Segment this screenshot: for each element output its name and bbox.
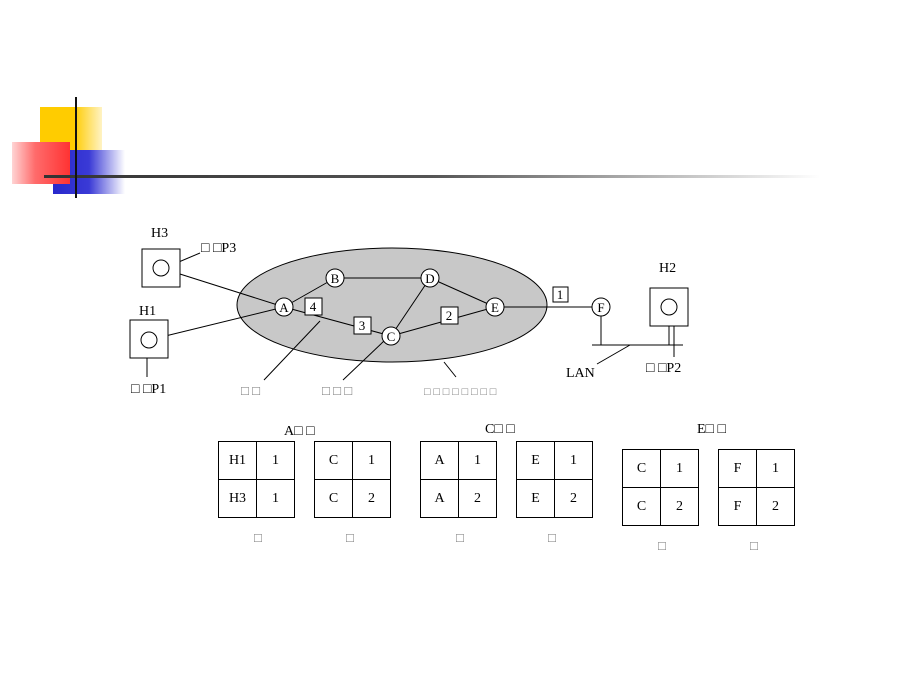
host-h1-label: H1 [139,304,157,319]
process-p3-label: □ □P3 [201,241,237,256]
table-cell: H1 [218,441,257,480]
router-e-label: E [491,300,499,315]
link-h3-a [160,267,285,308]
table-cell: E [516,441,555,480]
host-h1-icon [140,331,158,349]
table-cell: H3 [218,479,257,518]
horizontal-rule [44,175,820,178]
switch-caption: □ □ □ [322,383,353,398]
router-e-node [485,297,505,317]
router-f-node [591,297,611,317]
router-d-label: D [425,271,434,286]
table-e-left-caption: □ [658,538,666,553]
table-a-left-caption: □ [254,530,262,545]
table-cell: 1 [756,449,795,488]
host-h3-label: H3 [151,226,169,241]
link-d-e [429,277,496,308]
table-cell: C [314,441,353,480]
host-h2-icon [660,298,678,316]
table-e-right-caption: □ [750,538,758,553]
table-cell: F [718,487,757,526]
table-cell: 1 [256,479,295,518]
subnet-ellipse [236,247,548,363]
link-a-c [283,306,392,337]
link-a-b [283,277,336,308]
table-cell: 2 [554,479,593,518]
table-e-title: E□ □ [697,422,726,437]
table-cell: 2 [756,487,795,526]
router-a-node [274,297,294,317]
process-p2-label: □ □P2 [646,361,682,376]
vertical-rule [75,97,77,198]
link-d-c [390,277,431,337]
router-f-label: F [597,300,604,315]
table-cell: 2 [458,479,497,518]
table-cell: 1 [458,441,497,480]
router-c-node [381,326,401,346]
process-p1-label: □ □P1 [131,382,167,397]
box-2 [440,306,459,325]
pointer-switch [342,340,385,381]
router-c-label: C [387,329,396,344]
table-cell: 1 [352,441,391,480]
box-3 [353,316,372,335]
router-caption: □ □ [241,383,260,398]
host-h3-icon [152,259,170,277]
table-cell: 2 [660,487,699,526]
router-b-label: B [331,271,340,286]
host-h2-label: H2 [659,261,677,276]
table-c-right-caption: □ [548,530,556,545]
box-1-label: 1 [557,287,564,302]
table-a-right-caption: □ [346,530,354,545]
link-lan-label [596,344,631,365]
box-4-label: 4 [310,299,317,314]
table-cell: F [718,449,757,488]
pointer-router [263,320,321,381]
box-4 [304,297,323,316]
table-cell: C [314,479,353,518]
table-cell: A [420,479,459,518]
table-cell: C [622,487,661,526]
pointer-subnet [443,361,457,378]
table-cell: 1 [256,441,295,480]
link-h1-a [148,306,285,341]
router-a-label: A [279,300,289,315]
box-1 [552,286,569,303]
lan-label: LAN [566,366,595,381]
table-cell: A [420,441,459,480]
table-cell: C [622,449,661,488]
table-cell: E [516,479,555,518]
box-2-label: 2 [446,308,453,323]
table-c-left-caption: □ [456,530,464,545]
table-cell: 1 [554,441,593,480]
table-cell: 1 [660,449,699,488]
box-3-label: 3 [359,318,366,333]
subnet-caption: □ □ □ □ □ □ □ □ [424,386,497,398]
router-d-node [420,268,440,288]
router-b-node [325,268,345,288]
table-a-title: A□ □ [284,424,315,439]
table-c-title: C□ □ [485,422,515,437]
table-cell: 2 [352,479,391,518]
